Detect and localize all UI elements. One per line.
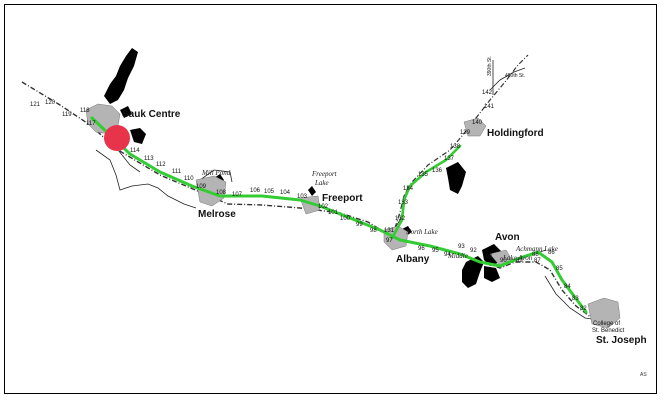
label-lake-avon: Lake Avon bbox=[502, 254, 533, 262]
label-mill-pond: Mill Pond bbox=[201, 169, 231, 177]
mile-marker: 110 bbox=[184, 176, 194, 182]
lake-avon-3 bbox=[484, 266, 500, 282]
label-road-390th: 390th St. bbox=[487, 56, 493, 76]
mile-marker: 86 bbox=[548, 250, 555, 256]
mile-marker: 133 bbox=[398, 200, 409, 206]
road-melrose-link bbox=[199, 169, 233, 183]
mile-marker: 98 bbox=[370, 228, 377, 234]
lake-freeport bbox=[308, 186, 316, 196]
label-north-lake: North Lake bbox=[405, 228, 438, 236]
mile-marker: 84 bbox=[564, 284, 571, 290]
lake-sauk-north bbox=[104, 48, 138, 104]
map-frame bbox=[4, 4, 657, 394]
mile-marker: 96 bbox=[418, 246, 425, 252]
mile-marker: 109 bbox=[196, 184, 207, 190]
area-holdingford bbox=[463, 117, 487, 137]
mile-marker: 94 bbox=[444, 252, 451, 258]
road-west-loop bbox=[95, 149, 197, 209]
area-stjoseph bbox=[587, 297, 621, 329]
town-labels: Sauk Centre Melrose Freeport Albany Avon… bbox=[122, 109, 647, 346]
map-credit: AS bbox=[640, 372, 647, 378]
label-albany: Albany bbox=[396, 254, 430, 265]
label-sauk-centre: Sauk Centre bbox=[122, 109, 181, 120]
mile-marker: 102 bbox=[318, 204, 329, 210]
mile-marker: 136 bbox=[432, 168, 443, 174]
area-melrose bbox=[195, 175, 227, 207]
mile-marker: 82 bbox=[580, 306, 587, 312]
label-achmann-lake: Achmann Lake bbox=[515, 245, 558, 253]
label-melrose: Melrose bbox=[198, 209, 236, 220]
mile-marker: 91 bbox=[486, 254, 493, 260]
mile-marker: 85 bbox=[556, 266, 563, 272]
mile-marker: 140 bbox=[472, 120, 483, 126]
label-freeport: Freeport bbox=[322, 193, 363, 204]
mile-marker: 138 bbox=[450, 144, 461, 150]
mile-marker: 88 bbox=[532, 252, 539, 258]
mile-marker: 105 bbox=[264, 189, 275, 195]
mile-marker: 111 bbox=[172, 169, 182, 175]
mile-marker: 99 bbox=[356, 222, 363, 228]
mile-marker: 120 bbox=[45, 100, 56, 106]
mile-marker: 119 bbox=[62, 112, 72, 118]
lake-sauk-east bbox=[130, 128, 146, 144]
label-road-460th: 460th St. bbox=[505, 73, 525, 79]
mile-marker: 141 bbox=[484, 104, 495, 110]
mile-marker: 134 bbox=[403, 186, 414, 192]
lake-labels: Mill Pond Freeport Lake North Lake Middl… bbox=[201, 169, 558, 262]
label-avon: Avon bbox=[495, 232, 520, 243]
lake-sauk-east-2 bbox=[120, 106, 132, 118]
mile-marker: 97 bbox=[386, 238, 393, 244]
mile-marker: 139 bbox=[460, 130, 471, 136]
mile-marker: 104 bbox=[280, 190, 291, 196]
mile-marker: 83 bbox=[572, 296, 579, 302]
water-bodies bbox=[104, 48, 502, 288]
mile-marker: 101 bbox=[328, 210, 339, 216]
label-st-joseph: St. Joseph bbox=[596, 335, 647, 346]
label-middle: Middle bbox=[447, 252, 468, 260]
mile-marker: 135 bbox=[418, 172, 429, 178]
mile-marker: 114 bbox=[130, 148, 140, 154]
mile-marker: 108 bbox=[216, 190, 227, 196]
mile-marker: 107 bbox=[232, 192, 243, 198]
lake-avon-main bbox=[462, 256, 484, 288]
lake-holdingford bbox=[446, 162, 466, 194]
trail-holdingford-branch[interactable] bbox=[390, 144, 462, 240]
county-roads bbox=[95, 60, 599, 321]
road-stjoe-loop bbox=[544, 275, 599, 321]
mile-marker: 106 bbox=[250, 188, 261, 194]
road-460th bbox=[489, 67, 526, 91]
mile-marker: 100 bbox=[340, 216, 351, 222]
mile-marker: 132 bbox=[395, 216, 406, 222]
mile-marker: 113 bbox=[144, 156, 154, 162]
mile-marker: 95 bbox=[432, 248, 439, 254]
mile-marker: 87 bbox=[534, 258, 541, 264]
mile-marker: 112 bbox=[156, 162, 166, 168]
mile-marker: 137 bbox=[444, 156, 455, 162]
label-college-1: College of bbox=[593, 321, 620, 327]
label-freeport-lake-1: Freeport bbox=[311, 170, 338, 178]
lake-wobegon-trail[interactable] bbox=[90, 116, 588, 314]
mile-marker: 89 bbox=[516, 258, 523, 264]
mile-markers: 121 120 119 118 117 114 113 112 111 110 … bbox=[30, 90, 587, 312]
label-college-2: St. Benedict bbox=[592, 328, 625, 334]
mile-marker: 117 bbox=[86, 121, 96, 127]
mile-marker: 90 bbox=[500, 258, 507, 264]
label-holdingford: Holdingford bbox=[487, 128, 544, 139]
mile-marker: 131 bbox=[384, 228, 395, 234]
mile-marker: 93 bbox=[458, 244, 465, 250]
railroad-north-branch bbox=[394, 54, 529, 229]
mile-marker: 103 bbox=[297, 194, 308, 200]
label-freeport-lake-2: Lake bbox=[314, 179, 329, 187]
mile-marker: 121 bbox=[30, 102, 41, 108]
mile-marker: 92 bbox=[470, 248, 477, 254]
mile-marker: 142 bbox=[482, 90, 493, 96]
mile-marker: 118 bbox=[80, 108, 90, 114]
location-marker[interactable] bbox=[104, 125, 130, 151]
